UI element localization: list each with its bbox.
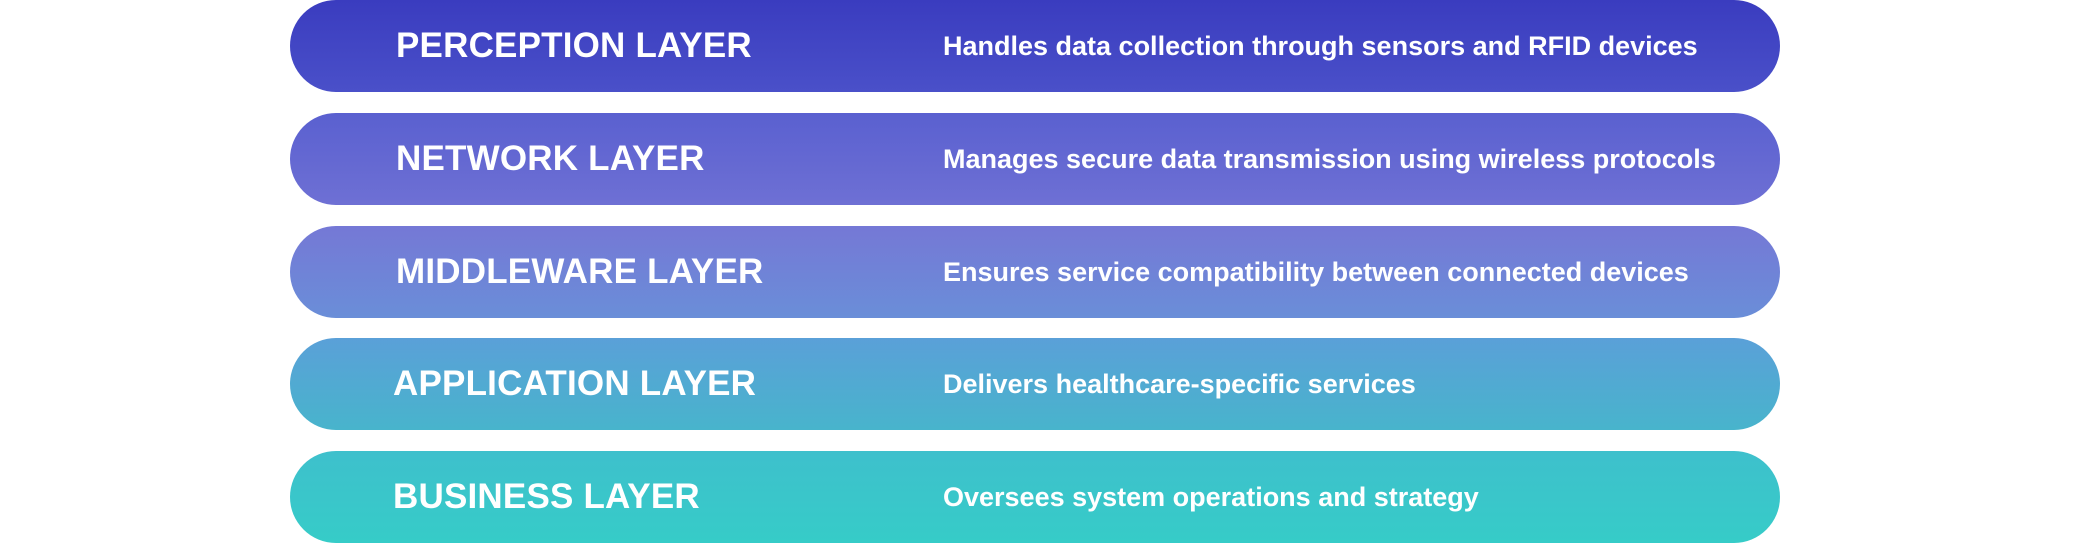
layer-description: Handles data collection through sensors …	[943, 31, 1698, 61]
layer-description: Manages secure data transmission using w…	[943, 144, 1716, 174]
layer-perception: PERCEPTION LAYER Handles data collection…	[290, 0, 1780, 92]
layer-middleware: MIDDLEWARE LAYER Ensures service compati…	[290, 226, 1780, 318]
layer-name: APPLICATION LAYER	[393, 364, 757, 403]
layer-description: Oversees system operations and strategy	[943, 482, 1479, 512]
layer-description: Ensures service compatibility between co…	[943, 257, 1689, 287]
layer-name: PERCEPTION LAYER	[396, 26, 752, 65]
layer-business: BUSINESS LAYER Oversees system operation…	[290, 451, 1780, 543]
layer-application: APPLICATION LAYER Delivers healthcare-sp…	[290, 338, 1780, 430]
layer-name: NETWORK LAYER	[396, 139, 705, 178]
layer-stack: PERCEPTION LAYER Handles data collection…	[290, 0, 1780, 543]
layer-network: NETWORK LAYER Manages secure data transm…	[290, 113, 1780, 205]
layer-name: BUSINESS LAYER	[393, 477, 700, 516]
layer-name: MIDDLEWARE LAYER	[396, 252, 764, 291]
layer-description: Delivers healthcare-specific services	[943, 369, 1416, 399]
